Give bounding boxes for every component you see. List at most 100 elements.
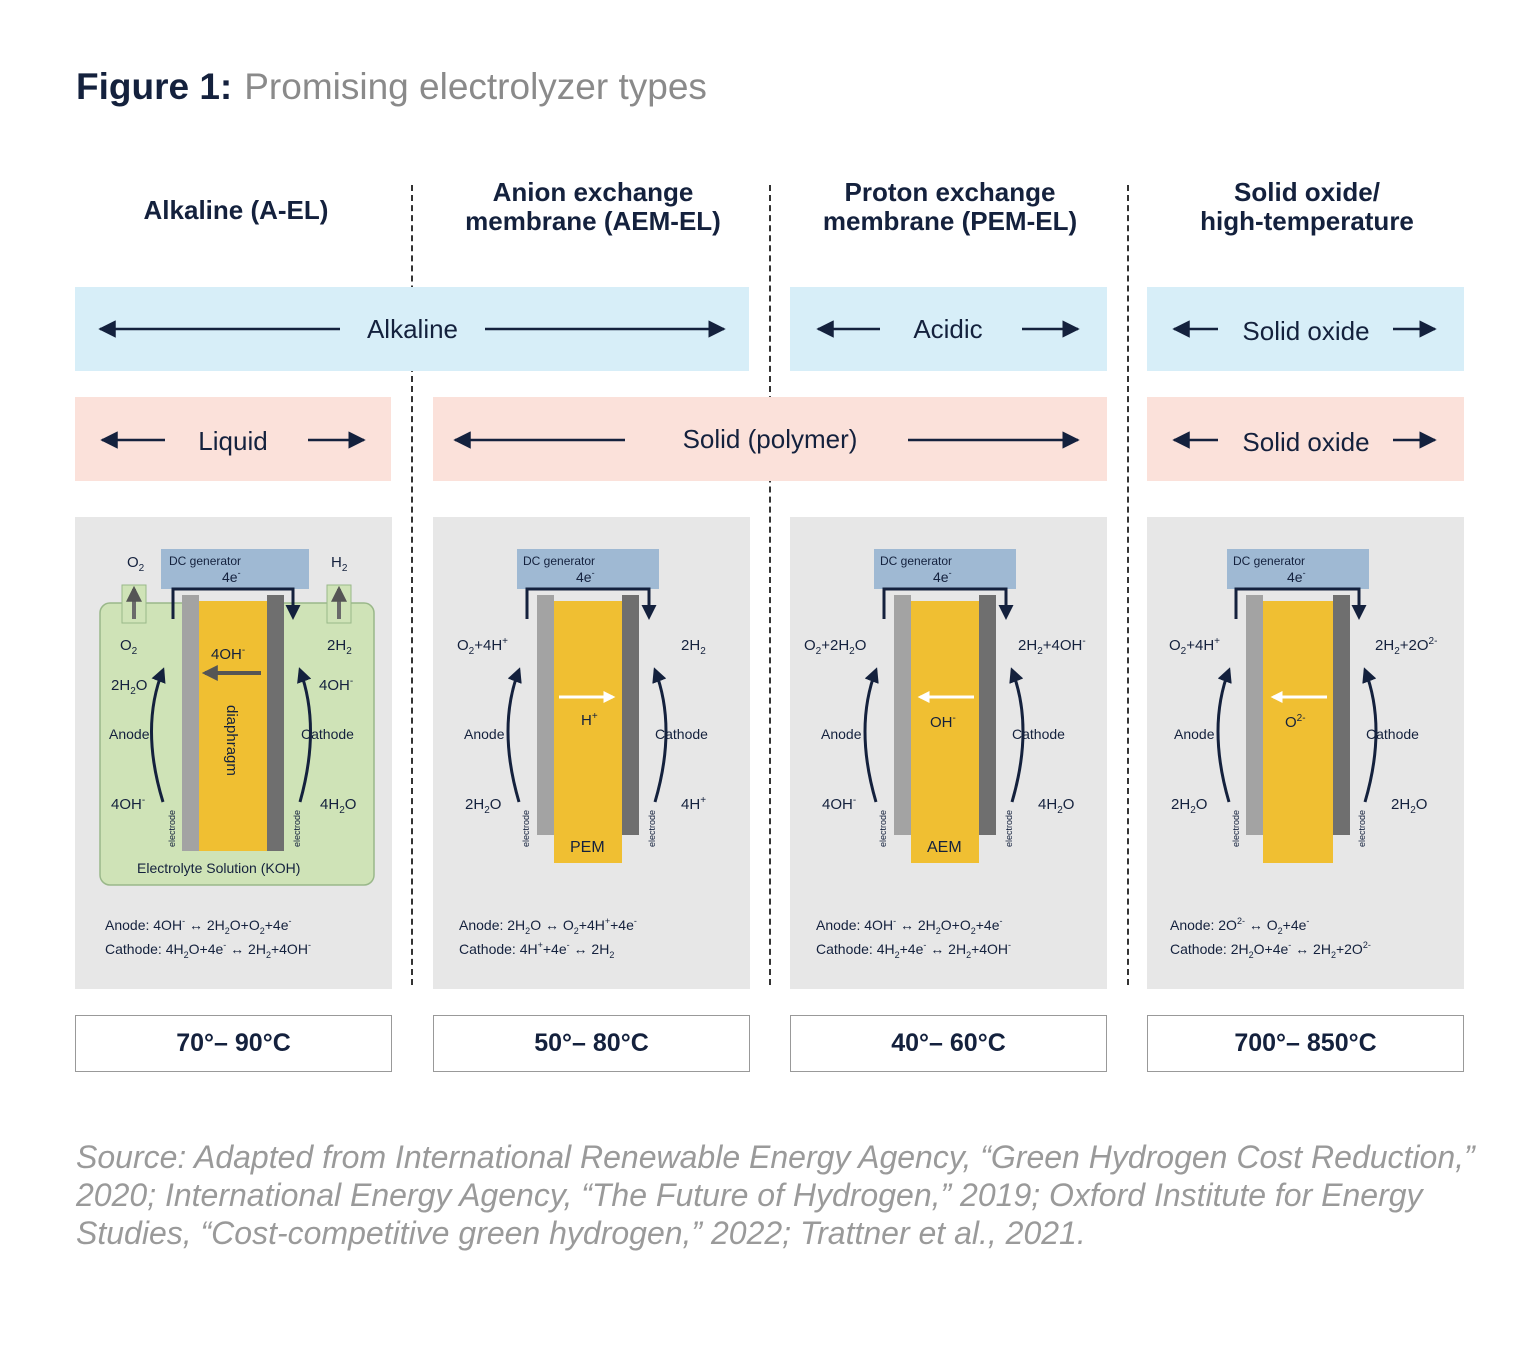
pem-cell: DC generator 4e- OH- AEM O2+2H2O Anode 4… (804, 549, 1086, 960)
left-top-label: O2+4H+ (457, 636, 508, 657)
anode-reaction-arrow (150, 667, 166, 803)
circuit-wire (1234, 587, 1367, 620)
anode-label: Anode (464, 726, 505, 742)
heading-line: membrane (PEM-EL) (822, 206, 1078, 236)
core-label: PEM (570, 839, 605, 856)
electrolyte-core (1263, 601, 1333, 863)
electrode-anode (1246, 595, 1263, 835)
source-note: Source: Adapted from International Renew… (76, 1139, 1475, 1251)
ion-label: OH- (930, 713, 956, 731)
electrode-label: electrode (1231, 810, 1241, 847)
temperature-aem: 50°– 80°C (433, 1015, 750, 1072)
dc-generator-label: DC generator (169, 554, 241, 568)
figure-label: Figure 1: (76, 66, 233, 107)
band-label-acidic: Acidic (913, 314, 983, 344)
heading-line: Alkaline (A-EL) (143, 195, 329, 225)
electrode-label: electrode (1357, 810, 1367, 847)
core-label: AEM (927, 839, 962, 856)
cathode-reaction-arrow (1362, 667, 1378, 803)
right-bottom-label: 4H+ (681, 795, 706, 813)
cathode-label: Cathode (655, 726, 708, 742)
eq-cathode: Cathode: 4H2+4e- ↔ 2H2+4OH- (816, 940, 1011, 960)
dc-generator (874, 549, 1016, 589)
alkaline-cell: O2 H2 DC generator 4e- 4OH- diaphragm O2… (99, 549, 375, 960)
electrode-label: electrode (647, 810, 657, 847)
band-label-solid-polymer: Solid (polymer) (682, 424, 858, 454)
right-top-label: 2H2 (681, 637, 706, 657)
cathode-reaction-arrow (297, 667, 312, 803)
h2-top-label: H2 (331, 554, 348, 574)
column-heading-alkaline: Alkaline (A-EL) (76, 196, 396, 225)
electrode-label: electrode (292, 810, 302, 847)
membrane-core (911, 601, 979, 863)
diaphragm-label: diaphragm (223, 705, 240, 776)
column-divider (411, 185, 413, 985)
anode-label: Anode (109, 726, 150, 742)
heading-line: Anion exchange (492, 177, 694, 207)
circuit-wire (171, 587, 301, 620)
left-top-label: O2+2H2O (804, 637, 866, 657)
right-top-label: 2H2+4OH- (1018, 636, 1086, 657)
left-bottom-label: 2H2O (465, 796, 501, 816)
column-heading-aem: Anion exchange membrane (AEM-EL) (433, 178, 753, 236)
eq-anode: Anode: 2O2- ↔ O2+4e- (1170, 916, 1309, 936)
electrode-cathode (1333, 595, 1350, 835)
left-top-label: O2+4H+ (1169, 636, 1220, 657)
anode-reaction-arrow (506, 667, 522, 803)
temperature-alkaline: 70°– 90°C (75, 1015, 392, 1072)
cathode-reaction-arrow (1009, 667, 1025, 803)
band-label-solid-oxide-1: Solid oxide (1242, 316, 1370, 346)
band-label-liquid: Liquid (198, 426, 268, 456)
heading-line: membrane (AEM-EL) (465, 206, 721, 236)
aem-cell: DC generator 4e- H+ PEM O2+4H+ Anode 2H2… (457, 549, 708, 960)
dc-generator (1227, 549, 1369, 589)
electrode-label: electrode (521, 810, 531, 847)
left-bottom-label: 2H2O (1171, 796, 1207, 816)
left-mid-label: 2H2O (111, 677, 147, 697)
dc-generator-label: DC generator (1233, 554, 1305, 568)
band-label-solid-oxide-2: Solid oxide (1242, 427, 1370, 457)
eq-anode: Anode: 2H2O ↔ O2+4H++4e- (459, 916, 637, 936)
eq-anode: Anode: 4OH- ↔ 2H2O+O2+4e- (105, 916, 292, 936)
band-label-alkaline: Alkaline (366, 314, 459, 344)
figure-title: Figure 1: Promising electrolyzer types (76, 66, 707, 108)
electrode-cathode (267, 595, 284, 851)
cathode-label: Cathode (301, 726, 354, 742)
dc-generator-label: DC generator (523, 554, 595, 568)
electrode-anode (182, 595, 199, 851)
o2-top-label: O2 (127, 554, 145, 574)
electrons-label: 4e- (933, 568, 952, 585)
electrons-label: 4e- (1287, 568, 1306, 585)
right-bottom-label: 4H2O (1038, 796, 1074, 816)
electrode-label: electrode (167, 810, 177, 847)
electrons-label: 4e- (222, 568, 241, 585)
cathode-label: Cathode (1366, 726, 1419, 742)
electrode-cathode (622, 595, 639, 835)
electrode-anode (894, 595, 911, 835)
figure-subtitle: Promising electrolyzer types (244, 66, 707, 107)
circuit-wire (882, 587, 1014, 620)
heading-line: Proton exchange (844, 177, 1056, 207)
membrane-core (554, 601, 622, 863)
anode-reaction-arrow (1216, 667, 1232, 803)
heading-line: high-temperature (1200, 206, 1414, 236)
electrode-anode (537, 595, 554, 835)
right-top-label: 2H2 (327, 637, 352, 657)
column-divider (769, 185, 771, 985)
column-heading-solid-oxide: Solid oxide/ high-temperature (1147, 178, 1467, 236)
column-divider (1127, 185, 1129, 985)
cell-diagrams: O2 H2 DC generator 4e- 4OH- diaphragm O2… (99, 549, 1437, 960)
anode-reaction-arrow (863, 667, 879, 803)
eq-cathode: Cathode: 2H2O+4e- ↔ 2H2+2O2- (1170, 940, 1371, 960)
band-arrows (98, 320, 1437, 449)
eq-cathode: Cathode: 4H2O+4e- ↔ 2H2+4OH- (105, 940, 311, 960)
solution-label: Electrolyte Solution (KOH) (137, 860, 300, 876)
dc-generator (517, 549, 659, 589)
electrons-label: 4e- (576, 568, 595, 585)
right-top-label: 2H2+2O2- (1375, 636, 1437, 657)
temperature-solid-oxide: 700°– 850°C (1147, 1015, 1464, 1072)
electrode-label: electrode (878, 810, 888, 847)
anode-label: Anode (1174, 726, 1215, 742)
electrode-cathode (979, 595, 996, 835)
diaphragm (199, 601, 267, 851)
